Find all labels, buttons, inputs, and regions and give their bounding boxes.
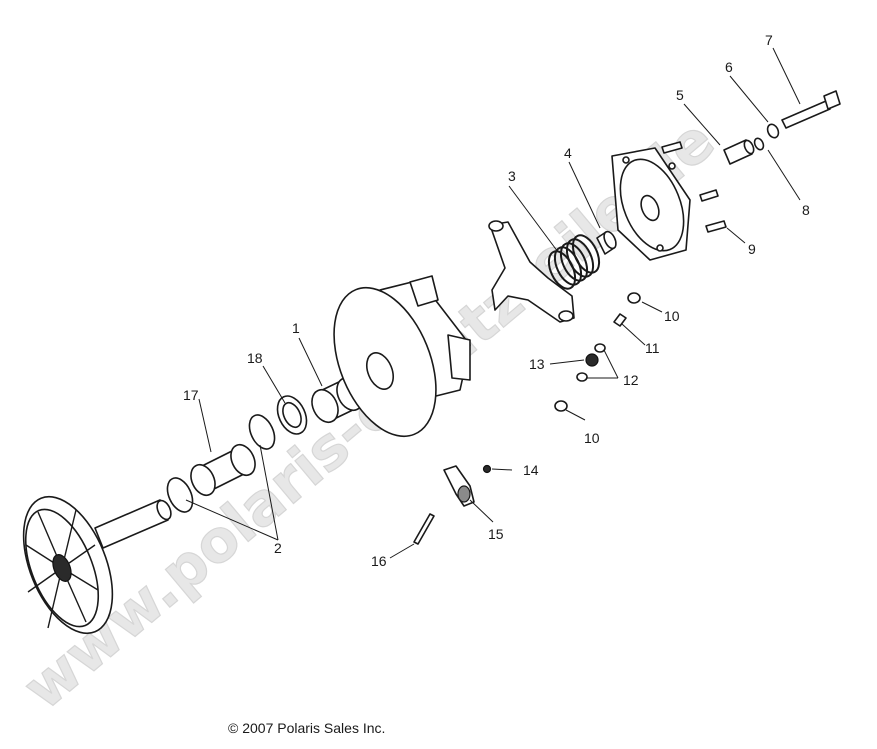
callout-6: 6 (725, 59, 733, 75)
bushing-4 (596, 230, 617, 255)
moveable-sheave (333, 275, 471, 438)
callout-10-upper: 10 (664, 308, 680, 324)
callout-18: 18 (247, 350, 263, 366)
callout-12: 12 (623, 372, 639, 388)
bolts-9 (661, 141, 727, 233)
bolt-7 (781, 90, 841, 129)
bushing-17 (190, 443, 256, 497)
seal-18 (276, 395, 308, 435)
callout-9: 9 (748, 241, 756, 257)
callout-7: 7 (765, 32, 773, 48)
weight-15 (443, 465, 475, 507)
callout-11: 11 (645, 340, 660, 356)
callout-4: 4 (564, 145, 572, 161)
spider (488, 220, 575, 323)
washer-6 (766, 123, 780, 139)
callout-10-lower: 10 (584, 430, 600, 446)
roller-10-upper (627, 292, 641, 304)
o-ring-right (248, 414, 276, 450)
fixed-sheave-shaft (22, 495, 172, 635)
callout-1: 1 (292, 320, 300, 336)
cover (611, 147, 691, 261)
callout-16: 16 (371, 553, 387, 569)
nut-14 (482, 464, 492, 474)
pin-11 (613, 313, 627, 327)
callout-3: 3 (508, 168, 516, 184)
leader-lines (185, 47, 801, 559)
bushing-5 (723, 139, 755, 165)
spring-3 (547, 234, 601, 290)
washer-12-upper (594, 343, 606, 353)
callout-5: 5 (676, 87, 684, 103)
roller-13 (585, 353, 599, 367)
callouts: 1 2 3 4 5 6 7 8 9 10 11 12 13 10 14 15 1… (183, 32, 810, 569)
washer-12-lower (576, 372, 588, 382)
pin-16 (413, 513, 435, 545)
callout-8: 8 (802, 202, 810, 218)
roller-10-lower (554, 400, 568, 412)
washer-8 (753, 137, 765, 151)
copyright-notice: © 2007 Polaris Sales Inc. (228, 720, 386, 736)
callout-17: 17 (183, 387, 199, 403)
callout-15: 15 (488, 526, 504, 542)
o-ring-left (166, 477, 194, 513)
callout-13: 13 (529, 356, 545, 372)
callout-2: 2 (274, 540, 282, 556)
callout-14: 14 (523, 462, 539, 478)
